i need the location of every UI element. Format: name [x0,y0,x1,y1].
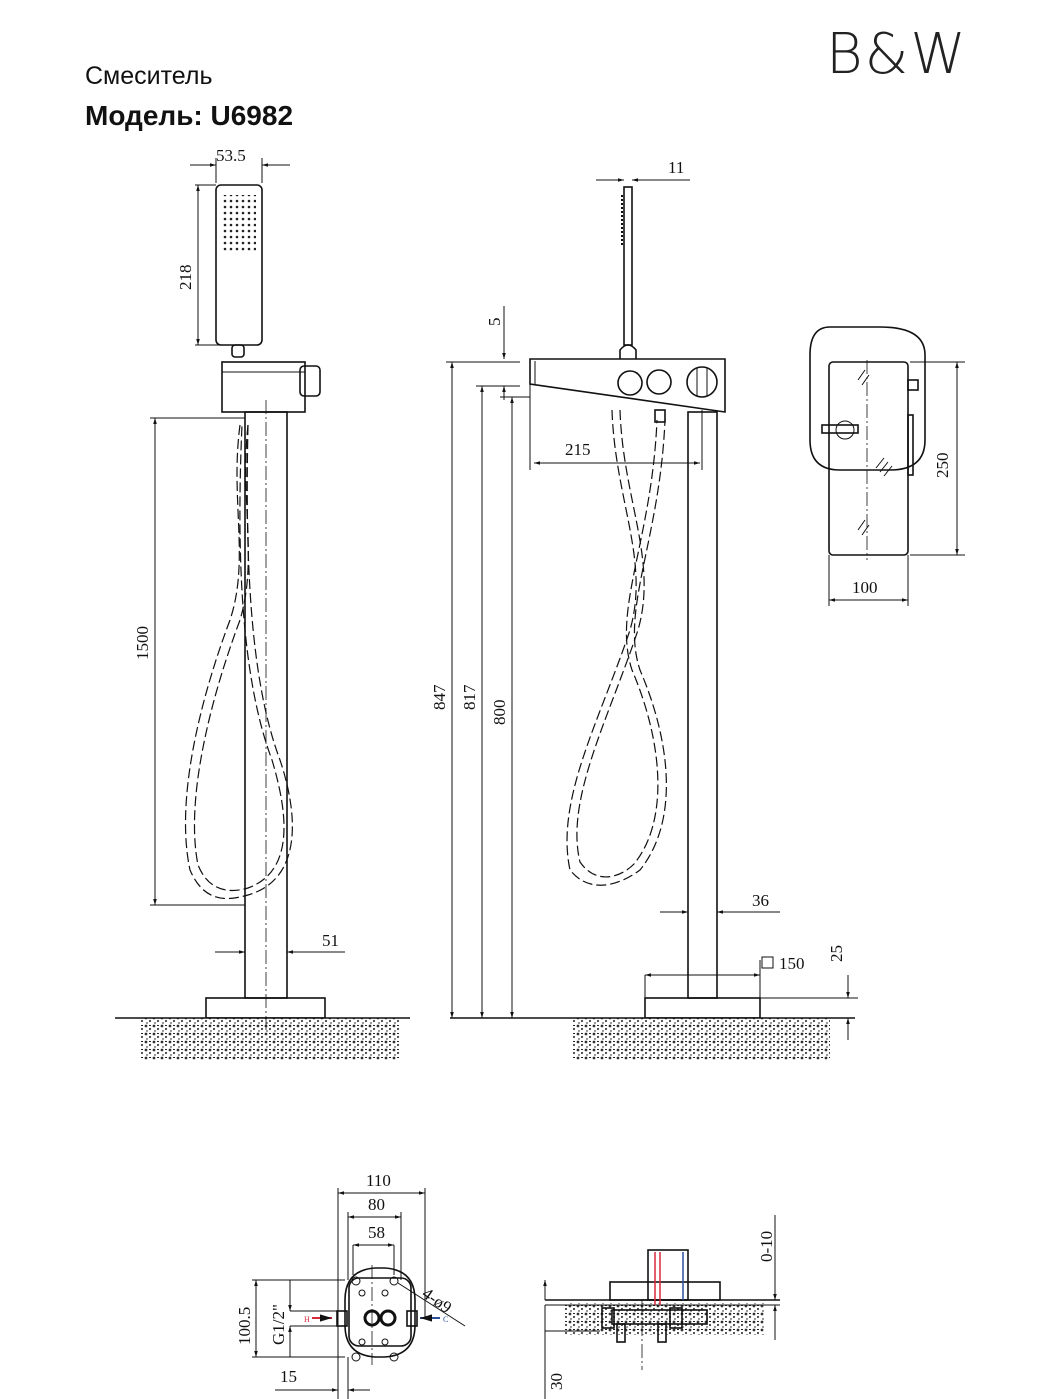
dim-width: 100 [852,578,878,597]
dim-plate-110: 110 [366,1171,391,1190]
pole [687,411,718,999]
front-view: 11 5 847 817 800 215 36 150 25 [430,158,858,1060]
dim-thread: G1/2" [269,1304,288,1345]
dim-total-height: 847 [430,684,449,710]
floor-section [565,1303,765,1335]
mixer-body [529,358,726,413]
knob-1 [617,370,643,396]
mount-plan: H C 110 80 58 100.5 G1/2" 4-ø9 15 [235,1171,466,1399]
dim-hose-length: 1500 [133,626,152,660]
pole-section [647,1249,689,1301]
dim-base-height: 25 [827,945,846,962]
floor [572,1018,830,1060]
dim-depth: 250 [933,453,952,479]
dim-handshower-length: 218 [176,265,195,291]
dim-handshower-width: 53.5 [216,146,246,165]
hose [184,424,293,900]
spray-nozzles [222,195,256,251]
handshower-rod [623,186,633,346]
dim-adjust: 0-10 [757,1231,776,1262]
dim-base-size: 150 [779,954,805,973]
dim-holes: 4-ø9 [419,1284,455,1317]
thermostat-knob [686,366,718,398]
base [205,997,326,1019]
dim-rod-diameter: 11 [668,158,684,177]
brand-logo: B&W [826,22,968,87]
dim-height-800: 800 [490,700,509,726]
dim-depth-30: 30 [547,1373,566,1390]
dim-pole-diameter: 51 [322,931,339,950]
dim-pole-width: 36 [752,891,769,910]
dim-offset: 5 [485,318,504,327]
dim-spout-reach: 215 [565,440,591,459]
side-view: 53.5 218 1500 51 [115,146,410,1060]
mounting-plate [344,1267,416,1358]
knob-2 [646,369,672,395]
model-title: Модель: U6982 [85,100,294,131]
mixer-body [221,361,306,413]
dim-height-817: 817 [460,684,479,710]
product-type: Смеситель [85,62,213,90]
dim-plate-58: 58 [368,1223,385,1242]
base [644,997,761,1019]
dim-plate-80: 80 [368,1195,385,1214]
mount-section: 30 0-10 [543,1215,780,1399]
dim-plate-height: 100.5 [235,1307,254,1345]
floor [140,1018,400,1060]
top-view: 250 100 [809,326,965,606]
hot-label: H [304,1315,310,1324]
dim-offset-15: 15 [280,1367,297,1386]
cold-label: C [443,1315,448,1324]
